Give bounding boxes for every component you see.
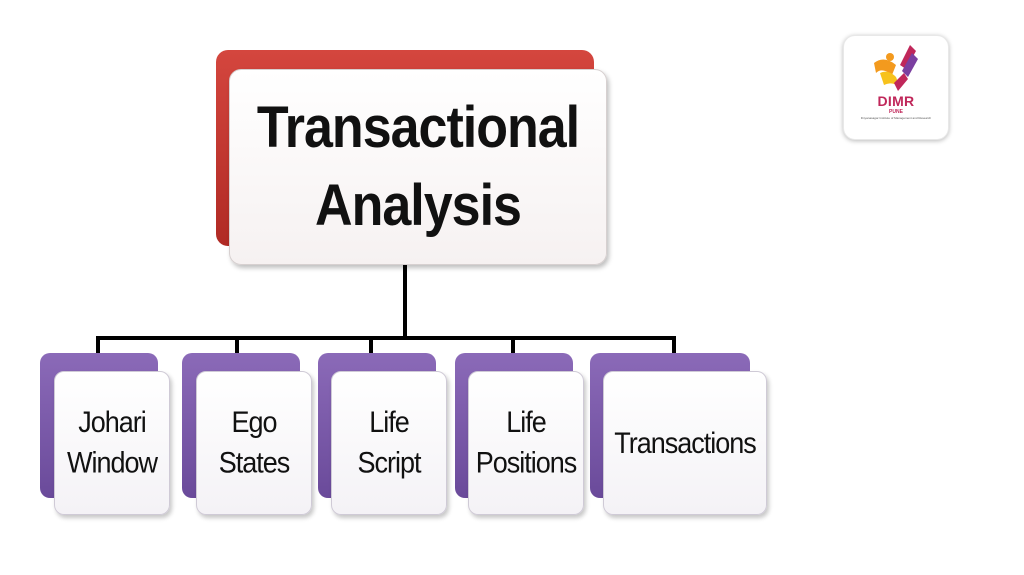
connector-drop <box>511 336 515 356</box>
dimr-emblem-icon <box>874 45 918 91</box>
connector-bus <box>96 336 676 340</box>
connector-drop <box>235 336 239 356</box>
child-node-life-script: Life Script <box>331 371 447 515</box>
root-node-title: Transactional Analysis <box>256 95 580 239</box>
child-node-johari-window: Johari Window <box>54 371 170 515</box>
child-node-label: Transactions <box>614 425 757 459</box>
child-node-label: Johari Window <box>66 405 158 480</box>
connector-drop <box>96 336 100 356</box>
child-node-ego-states: Ego States <box>196 371 312 515</box>
child-node-label: Life Positions <box>475 405 578 480</box>
logo-city: PUNE <box>889 109 903 115</box>
child-node-life-positions: Life Positions <box>468 371 584 515</box>
logo-name: DIMR <box>877 93 915 109</box>
connector-trunk <box>403 264 407 338</box>
connector-drop <box>672 336 676 356</box>
child-node-transactions: Transactions <box>603 371 767 515</box>
logo-tagline: Dnyanasagar Institute of Management and … <box>860 116 932 120</box>
child-node-label: Life Script <box>357 405 421 480</box>
root-node: Transactional Analysis <box>229 69 607 265</box>
connector-drop <box>369 336 373 356</box>
child-node-label: Ego States <box>218 405 291 480</box>
dimr-logo: DIMR PUNE Dnyanasagar Institute of Manag… <box>843 35 949 140</box>
